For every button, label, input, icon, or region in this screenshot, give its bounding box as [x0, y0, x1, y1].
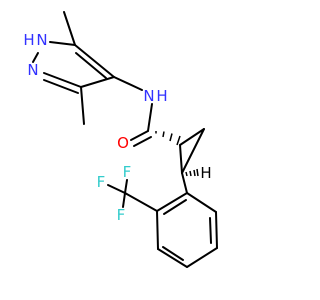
bond-ar-c1-c2	[186, 192, 217, 213]
molecule-structure: H N N N H O H F F F	[0, 0, 300, 300]
bond-n1-c5	[49, 41, 76, 46]
pyrazole-n1-label: N	[36, 31, 47, 49]
hashed-wedge-carbonyl-cyclopropane	[155, 131, 181, 146]
bond-n2-c3-double	[43, 79, 79, 94]
bond-c3-methyl	[80, 86, 85, 125]
hashed-wedge-cyclopropane-h	[185, 168, 199, 177]
fluorine-label-3: F	[117, 206, 126, 224]
bond-ar-c2-c3	[215, 211, 218, 249]
amide-nitrogen-label: N	[143, 87, 154, 105]
bond-n1-n2	[32, 52, 39, 63]
bond-cp-phenyl	[181, 172, 188, 194]
bond-cp-c2-c3	[181, 128, 205, 174]
bond-ar-c6-c1	[156, 192, 188, 212]
bond-ar-c5-c6	[156, 210, 159, 250]
bond-ar-inner-1	[209, 217, 212, 244]
bond-cf3-f2	[107, 184, 126, 194]
bond-cp-c1-c2	[179, 128, 205, 146]
amide-hydrogen-label: H	[156, 87, 167, 105]
canvas-background	[0, 0, 300, 300]
fluorine-label-1: F	[123, 163, 132, 181]
bond-carbonyl-co	[130, 130, 149, 141]
bond-carbonyl-co-double	[133, 136, 152, 147]
bond-cp-c3-c1	[179, 144, 183, 174]
bond-cf3-f1	[124, 179, 128, 194]
pyrazole-n2-label: N	[27, 61, 38, 79]
bond-cf3-f3	[122, 192, 126, 208]
fluorine-label-2: F	[97, 173, 106, 191]
bond-ar-inner-2	[162, 246, 184, 261]
bond-c3-c4	[80, 76, 115, 88]
bond-n2-c3	[43, 72, 82, 88]
pyrazole-nh-hydrogen-label: H	[23, 31, 34, 49]
bond-c5-methyl	[63, 11, 76, 46]
atom-label-layer: H N N N H O H F F F	[23, 31, 211, 224]
bond-ar-c3-c4	[186, 247, 218, 268]
bond-c4-nh	[113, 76, 143, 91]
bond-layer	[32, 11, 218, 268]
bond-c4-c5-double	[75, 52, 107, 79]
carbonyl-oxygen-label: O	[117, 134, 129, 152]
stereo-bond-layer	[155, 131, 199, 177]
bond-c4-c5	[74, 44, 115, 78]
bond-ar-cf3	[124, 192, 158, 212]
stereo-hydrogen-label: H	[200, 164, 211, 182]
bond-ar-c4-c5	[157, 248, 188, 268]
bond-ar-inner-3	[163, 199, 187, 215]
bond-nh-carbonyl-c	[147, 103, 153, 132]
